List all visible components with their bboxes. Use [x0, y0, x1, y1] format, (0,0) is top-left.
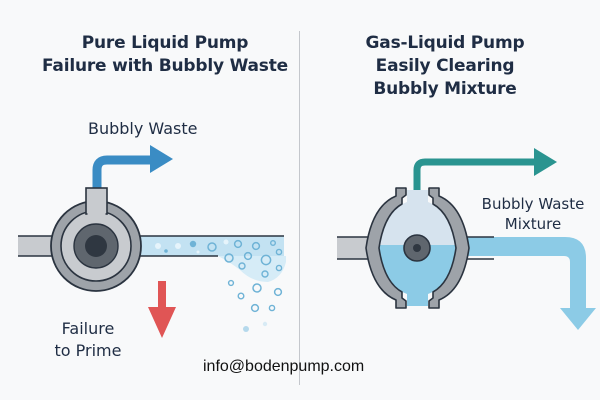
right-outlet-arrow [413, 158, 536, 190]
right-outlet-label-line-2: Mixture [504, 215, 562, 233]
right-pump-diagram [337, 148, 596, 330]
right-title-line-2: Easily Clearing [375, 56, 515, 76]
failure-arrow-head [148, 307, 176, 338]
left-outlet-pipe-bubbly [138, 235, 286, 332]
right-outlet-label: Bubbly Waste Mixture [470, 194, 596, 234]
left-outlet-arrowhead [150, 145, 173, 173]
failure-to-prime-label: Failure to Prime [38, 318, 138, 362]
failure-label-line-1: Failure [61, 319, 115, 338]
left-pump-diagram [18, 145, 286, 338]
right-title: Gas-Liquid Pump Easily Clearing Bubbly M… [310, 32, 580, 101]
right-pump-body [365, 187, 470, 309]
left-outlet-arrow [92, 155, 152, 192]
failure-arrow-shaft [158, 281, 166, 309]
right-outflow-arrow [455, 236, 596, 330]
left-outlet-label: Bubbly Waste [88, 119, 198, 138]
left-title-line-1: Pure Liquid Pump [81, 33, 249, 53]
left-inlet-pipe [18, 236, 58, 256]
contact-email[interactable]: info@bodenpump.com [203, 358, 365, 375]
left-title-line-2: Failure with Bubbly Waste [42, 56, 288, 76]
right-outlet-arrowhead [534, 148, 557, 176]
failure-label-line-2: to Prime [54, 341, 122, 360]
right-title-line-1: Gas-Liquid Pump [365, 33, 525, 53]
right-title-line-3: Bubbly Mixture [373, 79, 517, 99]
left-pump-body [50, 187, 142, 292]
left-title: Pure Liquid Pump Failure with Bubbly Was… [30, 32, 300, 78]
right-outlet-label-line-1: Bubbly Waste [481, 195, 585, 213]
panel-divider [299, 31, 300, 385]
